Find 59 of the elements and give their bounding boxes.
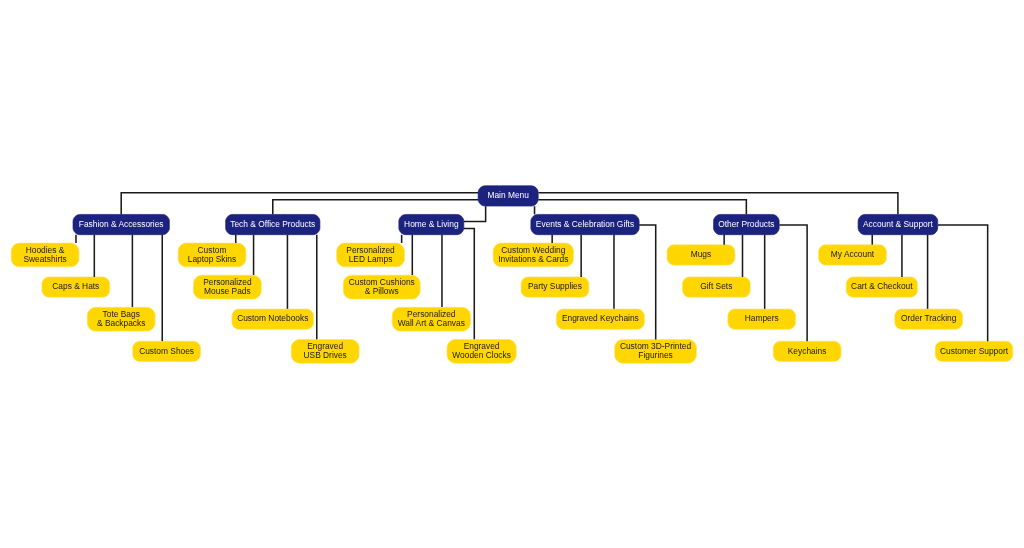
node-box: Order Tracking	[894, 308, 963, 330]
connector	[411, 233, 414, 276]
node-box: Engraved Keychains	[556, 308, 645, 330]
connector	[778, 223, 808, 342]
node-box: My Account	[818, 243, 887, 265]
connector	[252, 233, 255, 276]
connector	[871, 233, 873, 245]
node-box: Custom Wedding Invitations & Cards	[492, 242, 574, 267]
connector	[537, 198, 748, 215]
connector	[613, 233, 615, 310]
connector	[901, 233, 903, 278]
connector	[937, 223, 989, 342]
node-box: Account & Support	[857, 213, 939, 235]
node-box: Hampers	[727, 308, 796, 330]
connector	[741, 233, 744, 278]
node-box: Party Supplies	[520, 276, 590, 298]
connector	[316, 233, 318, 340]
node-box: Custom Shoes	[132, 340, 201, 362]
connector	[120, 191, 479, 215]
connector	[131, 233, 134, 308]
node-box: Custom Notebooks	[231, 308, 314, 330]
connector	[763, 233, 766, 310]
connector	[286, 233, 289, 310]
node-box: Personalized Mouse Pads	[193, 274, 262, 299]
node-box: Engraved USB Drives	[290, 338, 360, 364]
node-box: Custom Laptop Skins	[177, 242, 247, 267]
node-box: Personalized LED Lamps	[336, 242, 405, 267]
connector	[926, 233, 929, 310]
connector	[93, 233, 96, 278]
node-box: Tote Bags & Backpacks	[87, 306, 156, 331]
node-box: Custom 3D-Printed Figurines	[614, 338, 697, 364]
connector	[75, 233, 77, 244]
connector	[551, 233, 553, 244]
connector	[161, 233, 163, 342]
node-box: Engraved Wooden Clocks	[446, 338, 517, 364]
connector	[537, 191, 899, 215]
connector	[638, 223, 657, 340]
node-box: Hoodies & Sweatshirts	[10, 242, 80, 267]
connector	[463, 227, 476, 340]
node-box: Main Menu	[477, 184, 539, 206]
connector	[441, 233, 443, 308]
node-box: Fashion & Accessories	[72, 213, 170, 235]
connector	[235, 233, 237, 244]
connector	[723, 233, 725, 245]
node-box: Keychains	[772, 340, 842, 362]
node-box: Home & Living	[398, 213, 465, 235]
connector	[463, 205, 487, 222]
node-box: Mugs	[666, 243, 736, 265]
node-box: Events & Celebration Gifts	[530, 213, 640, 235]
node-box: Gift Sets	[682, 276, 751, 298]
node-box: Tech & Office Products	[225, 213, 321, 235]
node-box: Caps & Hats	[41, 276, 111, 298]
node-box: Customer Support	[934, 340, 1014, 362]
node-box: Other Products	[713, 213, 780, 235]
node-box: Personalized Wall Art & Canvas	[391, 306, 471, 331]
connector	[580, 233, 582, 278]
node-box: Custom Cushions & Pillows	[342, 274, 421, 299]
connector	[272, 198, 479, 215]
node-box: Cart & Checkout	[845, 276, 918, 298]
